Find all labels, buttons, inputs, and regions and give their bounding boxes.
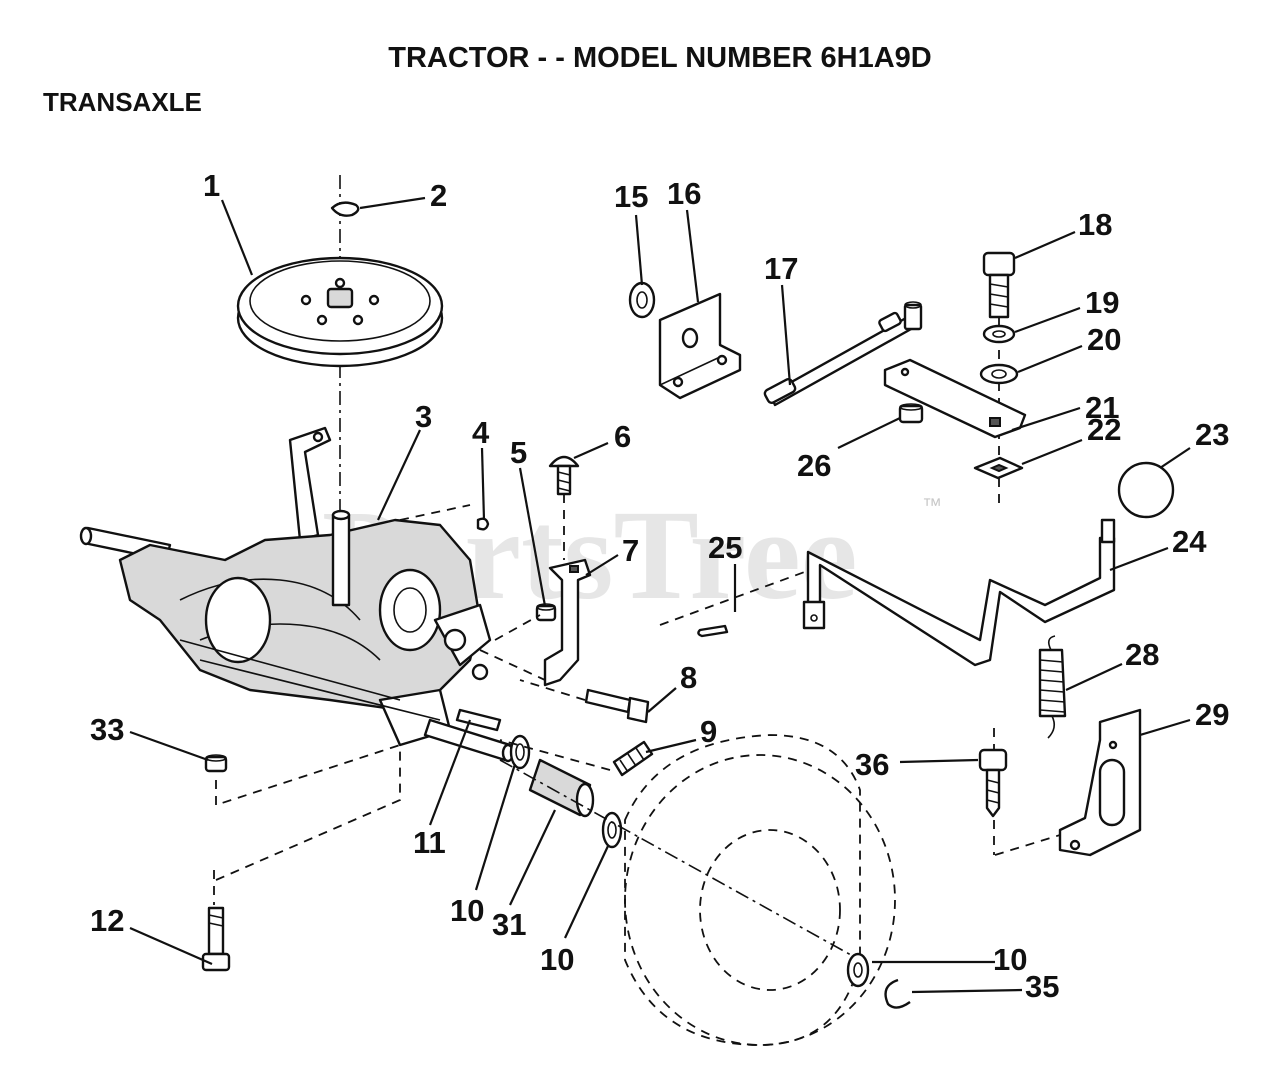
hair-pin[interactable] bbox=[697, 624, 729, 638]
hex-nut-26[interactable] bbox=[898, 403, 924, 424]
carriage-bolt[interactable] bbox=[548, 455, 580, 560]
callout-9[interactable]: 9 bbox=[700, 714, 717, 749]
callout-6[interactable]: 6 bbox=[614, 419, 631, 454]
callout-26[interactable]: 26 bbox=[797, 448, 831, 483]
callout-28[interactable]: 28 bbox=[1125, 637, 1159, 672]
watermark-trademark: ™ bbox=[922, 495, 942, 517]
callout-11[interactable]: 11 bbox=[413, 825, 446, 860]
flat-washer-10c[interactable] bbox=[846, 952, 870, 988]
woodruff-key[interactable] bbox=[476, 517, 490, 531]
callout-17[interactable]: 17 bbox=[764, 251, 798, 286]
spring-bracket[interactable] bbox=[1058, 708, 1142, 857]
axle-spacer[interactable] bbox=[528, 758, 595, 818]
page-title: TRACTOR - - MODEL NUMBER 6H1A9D bbox=[388, 42, 932, 74]
hex-nut-33[interactable] bbox=[204, 754, 228, 773]
flat-washer-15[interactable] bbox=[628, 281, 656, 319]
extension-spring-9[interactable] bbox=[612, 740, 654, 777]
callout-labels: 1 2 3 4 5 6 7 8 9 11 12 33 10 31 10 10 3… bbox=[90, 168, 1229, 1004]
pulley[interactable] bbox=[236, 175, 444, 520]
callout-24[interactable]: 24 bbox=[1172, 524, 1207, 559]
hex-nut-5[interactable] bbox=[535, 603, 557, 622]
callout-31[interactable]: 31 bbox=[492, 907, 526, 942]
callout-29[interactable]: 29 bbox=[1195, 697, 1229, 732]
callout-21[interactable]: 21 bbox=[1085, 390, 1119, 425]
callout-8[interactable]: 8 bbox=[680, 660, 697, 695]
callout-5[interactable]: 5 bbox=[510, 435, 527, 470]
callout-4[interactable]: 4 bbox=[472, 415, 490, 450]
control-bracket[interactable] bbox=[543, 558, 592, 687]
callout-3[interactable]: 3 bbox=[415, 399, 432, 434]
rear-wheel[interactable] bbox=[499, 734, 896, 1046]
transaxle-housing[interactable] bbox=[79, 426, 515, 763]
flat-washer-20[interactable] bbox=[979, 363, 1019, 385]
callout-10-wheel-washer[interactable]: 10 bbox=[993, 942, 1027, 977]
angle-bracket[interactable] bbox=[658, 292, 742, 400]
callout-19[interactable]: 19 bbox=[1085, 285, 1119, 320]
flange-bolt[interactable] bbox=[584, 688, 650, 724]
extension-spring-28[interactable] bbox=[1038, 635, 1067, 739]
flat-washer-10b[interactable] bbox=[601, 811, 623, 849]
shift-lever[interactable] bbox=[802, 518, 1116, 667]
callout-12[interactable]: 12 bbox=[90, 903, 124, 938]
section-title: TRANSAXLE bbox=[43, 87, 202, 117]
flat-washer-10a[interactable] bbox=[509, 734, 531, 770]
leader-lines bbox=[129, 196, 1191, 994]
callout-22[interactable]: 22 bbox=[1087, 412, 1121, 447]
e-ring-clip[interactable] bbox=[884, 978, 911, 1009]
callout-18[interactable]: 18 bbox=[1078, 207, 1112, 242]
callout-15[interactable]: 15 bbox=[614, 179, 648, 214]
callout-10-axle-washer[interactable]: 10 bbox=[450, 893, 484, 928]
shoulder-bolt[interactable] bbox=[201, 870, 231, 972]
callout-33[interactable]: 33 bbox=[90, 712, 124, 747]
callout-10-spacer-washer[interactable]: 10 bbox=[540, 942, 574, 977]
callout-35[interactable]: 35 bbox=[1025, 969, 1059, 1004]
lock-washer-19[interactable] bbox=[982, 324, 1016, 344]
callout-2[interactable]: 2 bbox=[430, 178, 447, 213]
callout-7[interactable]: 7 bbox=[622, 533, 639, 568]
callout-36[interactable]: 36 bbox=[855, 747, 889, 782]
square-washer[interactable] bbox=[973, 456, 1024, 480]
shift-knob[interactable] bbox=[1117, 461, 1175, 519]
callout-16[interactable]: 16 bbox=[667, 176, 701, 211]
hex-washer-bolt[interactable] bbox=[978, 748, 1008, 855]
axle-key[interactable] bbox=[455, 708, 502, 732]
assembly-lines bbox=[215, 504, 1081, 881]
callout-1[interactable]: 1 bbox=[203, 168, 220, 203]
callout-20[interactable]: 20 bbox=[1087, 322, 1121, 357]
callout-25[interactable]: 25 bbox=[708, 530, 742, 565]
hex-bolt-18[interactable] bbox=[982, 251, 1016, 505]
linkage-rod[interactable] bbox=[763, 301, 923, 407]
callout-23[interactable]: 23 bbox=[1195, 417, 1229, 452]
retaining-clip[interactable] bbox=[330, 201, 360, 217]
